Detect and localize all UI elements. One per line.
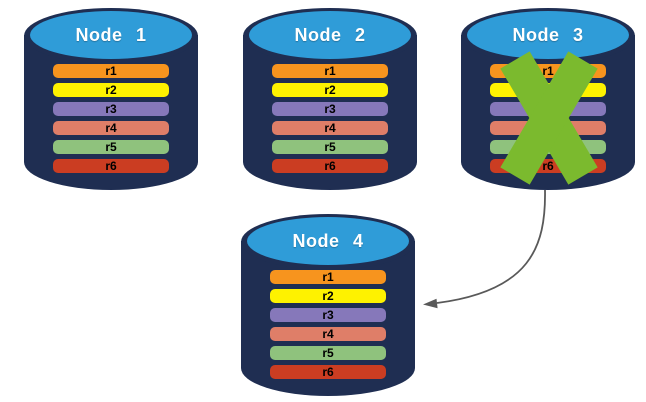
db-node: Node 4 r1 r2 r3 r4 r5 r6 — [241, 214, 415, 396]
replica-stack: r1 r2 r3 r4 r5 r6 — [270, 270, 386, 384]
node-label: Node 2 — [294, 24, 366, 45]
replica-bar: r6 — [270, 365, 386, 379]
replica-stack: r1 r2 r3 r4 r5 r6 — [53, 64, 169, 178]
node-label: Node 1 — [75, 24, 147, 45]
replica-stack: r1 r2 r3 r4 r5 r6 — [272, 64, 388, 178]
replica-bar: r3 — [53, 102, 169, 116]
arrowhead-icon — [423, 298, 438, 309]
cylinder-top: Node 2 — [249, 11, 411, 59]
replica-bar: r4 — [270, 327, 386, 341]
db-node: Node 1 r1 r2 r3 r4 r5 r6 — [24, 8, 198, 190]
replica-bar: r1 — [270, 270, 386, 284]
cylinder-top: Node 3 — [467, 11, 629, 59]
replica-bar: r3 — [270, 308, 386, 322]
cylinder-top: Node 4 — [247, 217, 409, 265]
arrow-curve — [436, 189, 546, 304]
cylinder-top: Node 1 — [30, 11, 192, 59]
replica-bar: r1 — [53, 64, 169, 78]
replica-bar: r2 — [272, 83, 388, 97]
replica-bar: r4 — [272, 121, 388, 135]
db-node: Node 2 r1 r2 r3 r4 r5 r6 — [243, 8, 417, 190]
replica-bar: r6 — [53, 159, 169, 173]
node-label: Node 4 — [292, 230, 364, 251]
replica-bar: r2 — [53, 83, 169, 97]
replica-bar: r6 — [272, 159, 388, 173]
x-icon — [500, 51, 598, 185]
replica-bar: r4 — [53, 121, 169, 135]
replica-bar: r1 — [272, 64, 388, 78]
node-label: Node 3 — [512, 24, 584, 45]
replica-bar: r2 — [270, 289, 386, 303]
replica-bar: r3 — [272, 102, 388, 116]
replica-bar: r5 — [272, 140, 388, 154]
replica-bar: r5 — [53, 140, 169, 154]
replica-bar: r5 — [270, 346, 386, 360]
